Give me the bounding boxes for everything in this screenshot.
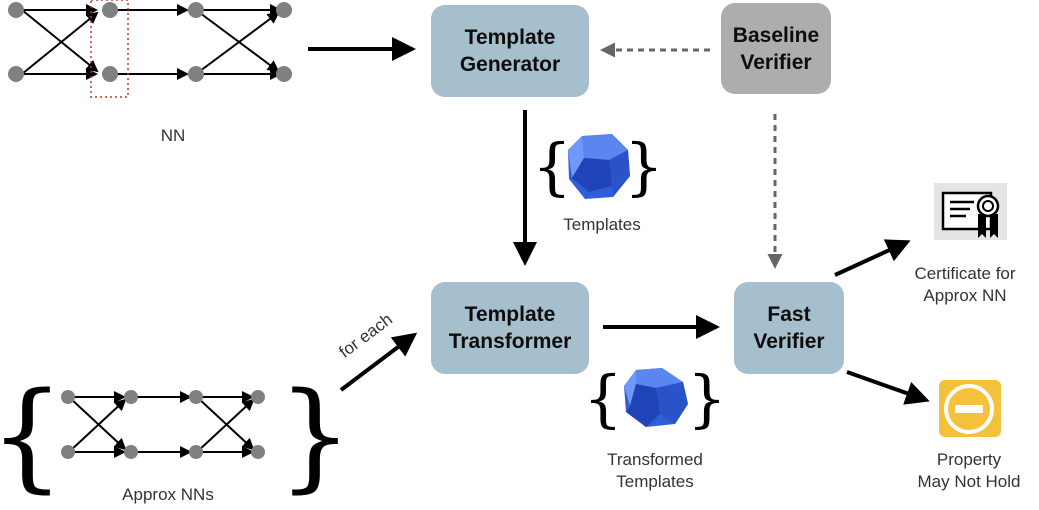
certificate-label: Certificate for Approx NN — [895, 263, 1035, 307]
certificate-icon — [934, 183, 1007, 240]
baseline-verifier-line1: Baseline — [732, 23, 820, 47]
nn-node — [276, 2, 292, 18]
nn-node — [188, 66, 204, 82]
transformed-brace-close: } — [687, 362, 727, 435]
approx-nn-node — [251, 445, 265, 459]
approx-nn-node — [61, 445, 75, 459]
arrow-fast-verifier-to-certificate — [834, 239, 911, 277]
transformed-templates-line2: Templates — [616, 472, 694, 491]
nn-node — [188, 2, 204, 18]
property-label: Property May Not Hold — [895, 449, 1039, 493]
nn-network — [8, 0, 292, 98]
approx-nn-node — [189, 390, 203, 404]
nn-label: NN — [160, 126, 186, 145]
nn-node — [8, 66, 24, 82]
approx-nn-node — [124, 445, 138, 459]
certificate-line1: Certificate for — [914, 264, 1016, 283]
template-transformer-box: Template Transformer — [431, 282, 589, 374]
template-generator-line2: Generator — [459, 53, 561, 76]
template-polytope-icon — [568, 134, 630, 199]
approx-nn-node — [124, 390, 138, 404]
fast-verifier-box: Fast Verifier — [734, 282, 844, 374]
property-line2: May Not Hold — [917, 472, 1021, 491]
approx-nn-node — [61, 390, 75, 404]
arrow-fast-verifier-to-property — [846, 370, 930, 405]
nn-node — [276, 66, 292, 82]
template-generator-box: Template Generator — [431, 5, 589, 97]
property-line1: Property — [936, 450, 1002, 469]
approx-nn-node — [189, 445, 203, 459]
approx-nn-network — [61, 390, 265, 459]
nn-node — [8, 2, 24, 18]
approx-nns-brace-close: } — [277, 365, 353, 504]
transformed-brace-open: { — [583, 362, 623, 435]
template-generator-line1: Template — [464, 26, 556, 49]
fast-verifier-line1: Fast — [767, 303, 811, 326]
template-transformer-line1: Template — [464, 303, 556, 326]
arrow-approx-to-transformer — [339, 332, 418, 392]
template-transformer-line2: Transformer — [448, 330, 572, 353]
transformed-templates-line1: Transformed — [607, 450, 703, 469]
baseline-verifier-line2: Verifier — [740, 50, 812, 74]
transformed-templates-label: Transformed Templates — [585, 449, 725, 493]
templates-label: Templates — [563, 215, 641, 234]
nn-node — [102, 2, 118, 18]
highlighted-layer-box — [90, 0, 129, 98]
approx-nn-node — [251, 390, 265, 404]
templates-brace-close: } — [624, 130, 664, 203]
templates-brace-open: { — [532, 130, 572, 203]
approx-nns-label: Approx NNs — [122, 485, 214, 504]
no-entry-icon — [939, 380, 1001, 437]
nn-node — [102, 66, 118, 82]
baseline-verifier-box: Baseline Verifier — [721, 3, 831, 94]
certificate-line2: Approx NN — [923, 286, 1007, 305]
approx-nns-brace-open: { — [0, 372, 65, 497]
transformed-polytope-icon — [624, 368, 688, 427]
fast-verifier-line2: Verifier — [753, 330, 825, 353]
